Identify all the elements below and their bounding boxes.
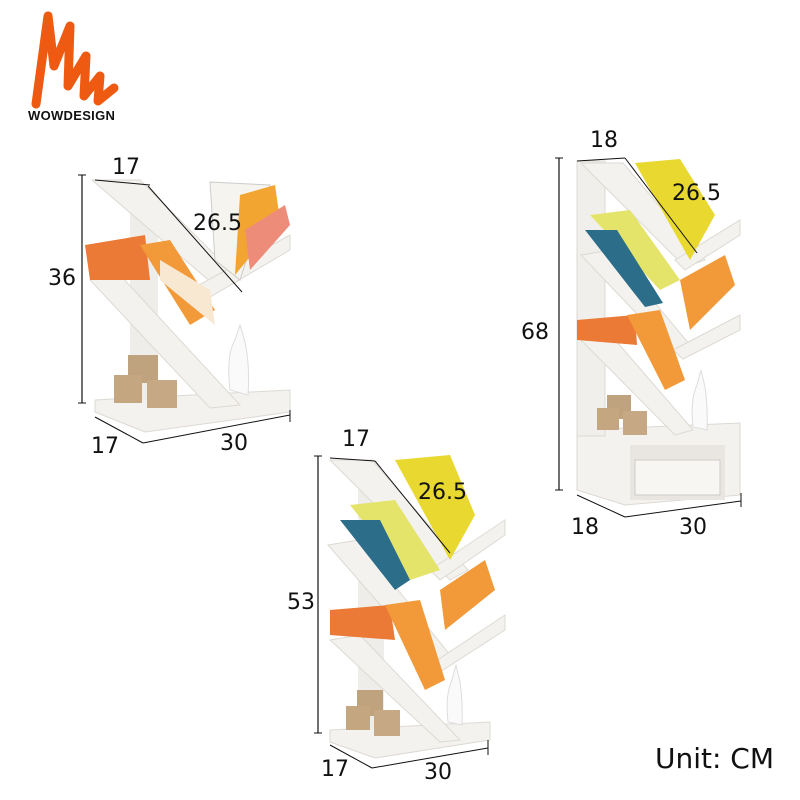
large-base-depth-label: 18 xyxy=(571,515,599,540)
unit-label: Unit: CM xyxy=(654,742,774,775)
large-base-width-label: 30 xyxy=(679,515,707,540)
medium-top-depth-label: 17 xyxy=(342,427,370,452)
large-shelf-length-label: 26.5 xyxy=(672,181,721,206)
small-shelf-length-label: 26.5 xyxy=(193,211,242,236)
medium-height-label: 53 xyxy=(287,590,315,615)
brand-logo xyxy=(28,6,128,124)
large-bookshelf-illustration xyxy=(555,157,742,518)
small-height-label: 36 xyxy=(48,266,76,291)
medium-base-width-label: 30 xyxy=(424,760,452,785)
small-top-depth-label: 17 xyxy=(112,155,140,180)
small-base-depth-label: 17 xyxy=(91,434,119,459)
medium-bookshelf-illustration xyxy=(314,455,506,769)
small-base-width-label: 30 xyxy=(220,431,248,456)
brand-name: WOWDESIGN xyxy=(28,108,116,123)
medium-base-depth-label: 17 xyxy=(321,757,349,782)
medium-shelf-length-label: 26.5 xyxy=(418,480,467,505)
large-top-depth-label: 18 xyxy=(590,128,618,153)
wow-logo-icon xyxy=(31,11,119,109)
large-height-label: 68 xyxy=(521,320,549,345)
small-bookshelf-illustration xyxy=(78,174,291,444)
